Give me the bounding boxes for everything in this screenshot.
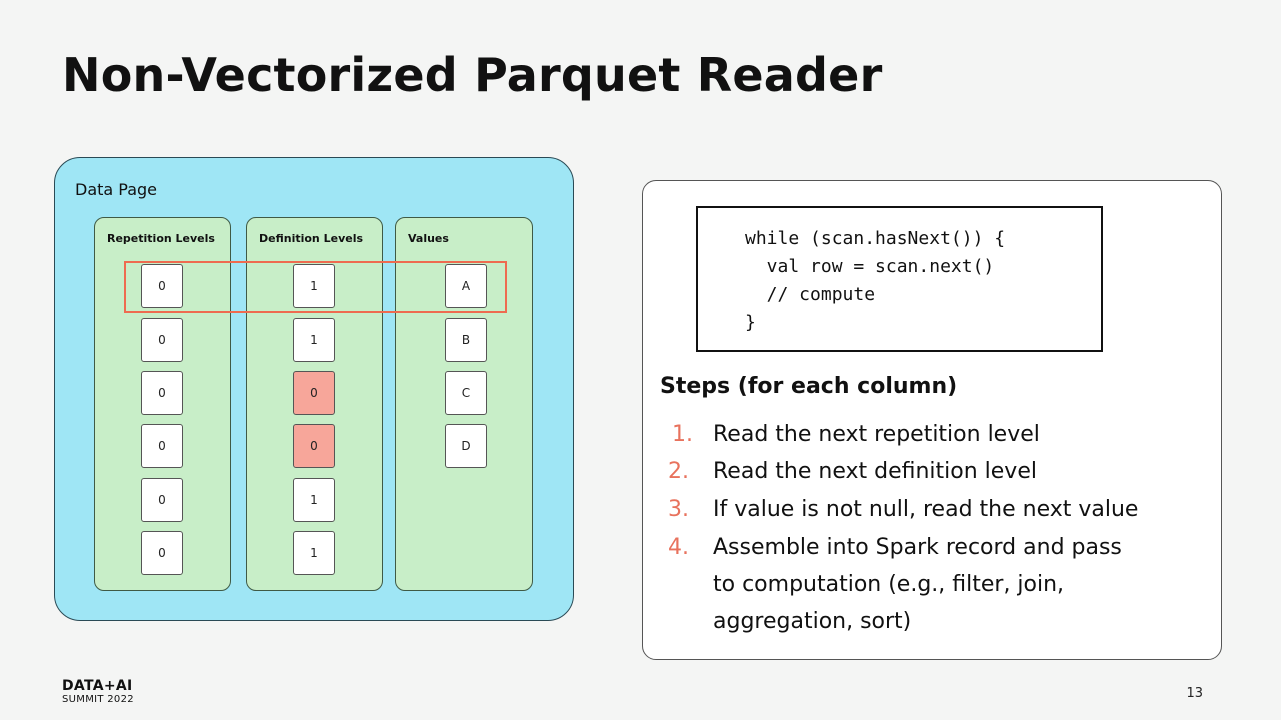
definition-level-cell: 1: [293, 264, 335, 308]
code-line: while (scan.hasNext()) {: [745, 228, 1006, 249]
values-label: Values: [408, 232, 449, 245]
values-column: Values A B C D: [395, 217, 533, 591]
repetition-levels-column: Repetition Levels 0 0 0 0 0 0: [94, 217, 231, 591]
code-line: val row = scan.next(): [745, 256, 995, 277]
repetition-level-cell: 0: [141, 531, 183, 575]
definition-level-cell: 1: [293, 478, 335, 522]
definition-level-cell: 1: [293, 318, 335, 362]
definition-level-cell: 1: [293, 531, 335, 575]
definition-levels-label: Definition Levels: [259, 232, 364, 245]
page-number: 13: [1186, 686, 1203, 701]
definition-level-null-cell: 0: [293, 371, 335, 415]
data-page-label: Data Page: [75, 180, 158, 199]
repetition-level-cell: 0: [141, 264, 183, 308]
step-text: Read the next repetition level: [713, 422, 1040, 447]
repetition-level-cell: 0: [141, 424, 183, 468]
definition-level-null-cell: 0: [293, 424, 335, 468]
explanation-panel: while (scan.hasNext()) { val row = scan.…: [642, 180, 1222, 660]
logo-main-text: DATA+AI: [62, 678, 133, 694]
value-cell: A: [445, 264, 487, 308]
repetition-level-cell: 0: [141, 318, 183, 362]
slide-title: Non-Vectorized Parquet Reader: [62, 48, 883, 102]
step-number: 1.: [672, 422, 693, 447]
repetition-level-cell: 0: [141, 478, 183, 522]
step-number: 2.: [668, 459, 689, 484]
step-text: Assemble into Spark record and pass: [713, 535, 1122, 560]
repetition-level-cell: 0: [141, 371, 183, 415]
value-cell: C: [445, 371, 487, 415]
repetition-levels-label: Repetition Levels: [107, 232, 215, 245]
first-row-highlight: [124, 261, 507, 313]
logo-sub-text: SUMMIT 2022: [62, 694, 134, 705]
steps-heading: Steps (for each column): [660, 374, 958, 399]
step-text: to computation (e.g., filter, join,: [713, 572, 1065, 597]
code-line: // compute: [745, 284, 876, 305]
step-text: Read the next definition level: [713, 459, 1037, 484]
data-ai-summit-logo: DATA+AI SUMMIT 2022: [62, 679, 134, 705]
value-cell: B: [445, 318, 487, 362]
value-cell: D: [445, 424, 487, 468]
step-text: If value is not null, read the next valu…: [713, 497, 1139, 522]
definition-levels-column: Definition Levels 1 1 0 0 1 1: [246, 217, 383, 591]
step-number: 4.: [668, 535, 689, 560]
step-number: 3.: [668, 497, 689, 522]
code-line: }: [745, 312, 756, 333]
code-block: while (scan.hasNext()) { val row = scan.…: [696, 206, 1103, 352]
data-page-diagram: Data Page Repetition Levels 0 0 0 0 0 0 …: [54, 157, 574, 621]
step-text: aggregation, sort): [713, 609, 912, 634]
